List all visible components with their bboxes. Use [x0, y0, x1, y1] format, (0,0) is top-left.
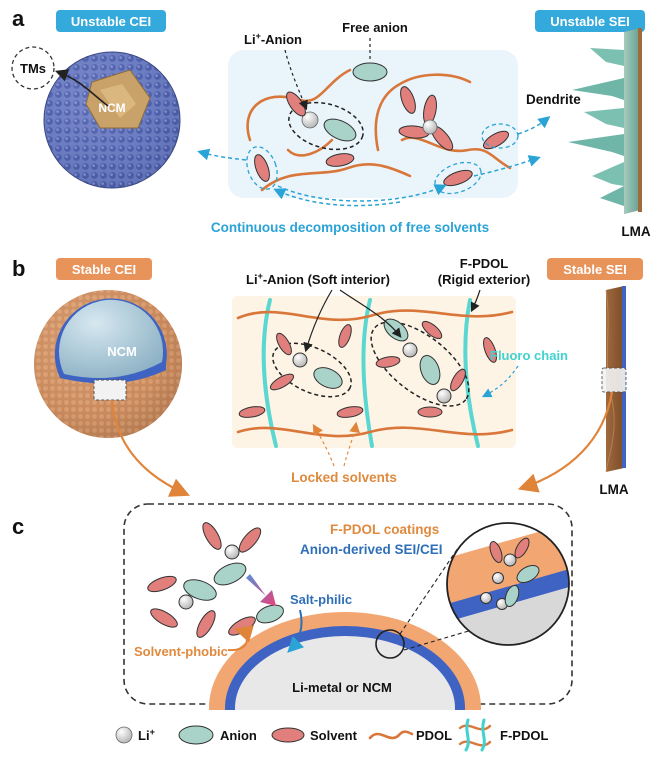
panel-c: c Li-metal or NCM F-PDOL coatings Anion-…	[12, 503, 573, 710]
locked-solvents-leaders	[312, 421, 360, 467]
decomp-ring	[246, 146, 278, 190]
anion-derived-label: Anion-derived SEI/CEI	[300, 542, 443, 557]
legend-solvent-swatch	[271, 727, 305, 743]
salt-philic-label: Salt-philic	[290, 592, 352, 607]
li-ion	[301, 111, 319, 129]
solvation-cluster-c	[147, 522, 284, 638]
li-anion-label-a: Li+-Anion	[244, 31, 302, 47]
panel-b-letter: b	[12, 256, 25, 281]
solvent-phobic-label: Solvent-phobic	[134, 644, 228, 659]
lma-label-a: LMA	[621, 224, 650, 239]
panel-a-letter: a	[12, 6, 25, 31]
electrolyte-a	[228, 50, 518, 198]
stable-sei-badge	[547, 258, 643, 280]
li-anion-leader-b2	[339, 289, 402, 338]
decomp-ring	[481, 123, 519, 149]
legend-pdol-label: PDOL	[416, 728, 452, 743]
dendrite-label: Dendrite	[526, 92, 581, 107]
legend-li-label: Li+	[138, 727, 155, 743]
solvent	[443, 169, 473, 187]
ncm-label-b: NCM	[107, 344, 137, 359]
zoom-arrow-left	[110, 399, 191, 497]
legend-pdol-swatch	[368, 730, 414, 740]
cluster-ring-b2	[370, 321, 470, 407]
solvent-pinwheel	[325, 86, 509, 167]
dendrite-lma-a	[568, 28, 642, 214]
stable-cei-badge	[56, 258, 152, 280]
legend-fpdol-label: F-PDOL	[500, 728, 548, 743]
li-anion-leader-b1	[303, 289, 333, 353]
anion	[323, 118, 357, 142]
substrate-label: Li-metal or NCM	[292, 680, 392, 695]
free-anion-label: Free anion	[342, 20, 408, 35]
panel-c-letter: c	[12, 514, 24, 539]
unstable-cei-badge	[56, 10, 166, 32]
lma-label-b: LMA	[599, 482, 628, 497]
legend: Li+ Anion Solvent PDOL F-PDOL	[115, 718, 548, 752]
fpdol-coatings-label: F-PDOL coatings	[330, 522, 439, 537]
cluster-ring-b1	[272, 342, 352, 398]
panel-b: b Stable CEI Stable SEI NCM	[12, 256, 643, 497]
zoom-source-circle	[375, 629, 405, 659]
zoom-inset	[446, 522, 570, 646]
ncm-label-a: NCM	[98, 101, 125, 115]
desolvation-arrow	[246, 574, 276, 606]
panel-c-frame	[123, 503, 573, 705]
fluoro-chain-label: Fluoro chain	[490, 348, 568, 363]
unstable-sei-label: Unstable SEI	[550, 14, 629, 29]
fluoro-chains	[261, 298, 480, 448]
decomp-ring	[434, 161, 482, 195]
solvent-phobic-arrow	[227, 625, 254, 652]
fpdol-label-b: F-PDOL	[460, 256, 508, 271]
panel-a: a Unstable CEI Unstable SEI NCM TMs	[11, 6, 651, 239]
rigid-exterior-label: (Rigid exterior)	[438, 272, 530, 287]
free-anion	[352, 62, 388, 82]
stable-cei-sphere	[34, 290, 182, 438]
unstable-sei-badge	[535, 10, 645, 32]
fpdol-leader	[470, 289, 481, 313]
zoom-arrow-right	[517, 391, 614, 493]
legend-li-swatch	[115, 726, 133, 744]
pdol-chains-b	[236, 309, 514, 438]
clusters-b	[238, 318, 497, 418]
unstable-cei-label: Unstable CEI	[71, 14, 151, 29]
tms-circle	[11, 46, 55, 90]
li-anion-label-b: Li+-Anion (Soft interior)	[246, 271, 390, 287]
solvent	[254, 154, 270, 182]
locked-solvents-label: Locked solvents	[291, 470, 397, 485]
legend-anion-swatch	[178, 725, 214, 745]
tms-label: TMs	[20, 61, 46, 76]
stable-cei-label: Stable CEI	[72, 262, 136, 277]
stable-sei-label: Stable SEI	[563, 262, 627, 277]
cluster-ring-a	[288, 101, 364, 151]
zoom-leader-2	[403, 629, 473, 651]
legend-solvent-label: Solvent	[310, 728, 358, 743]
tms-arrow	[54, 69, 109, 107]
li-anion-leader-a	[284, 49, 308, 111]
electrolyte-b	[232, 296, 516, 448]
unstable-cei-sphere	[43, 51, 181, 189]
decomp-arrows	[197, 116, 551, 207]
legend-fpdol-swatch	[458, 718, 492, 752]
stable-sei-plate	[601, 286, 627, 473]
zoom-leader-1	[399, 547, 459, 635]
salt-philic-arrow	[287, 609, 305, 653]
legend-anion-label: Anion	[220, 728, 257, 743]
continuous-decomp-label: Continuous decomposition of free solvent…	[211, 220, 489, 235]
